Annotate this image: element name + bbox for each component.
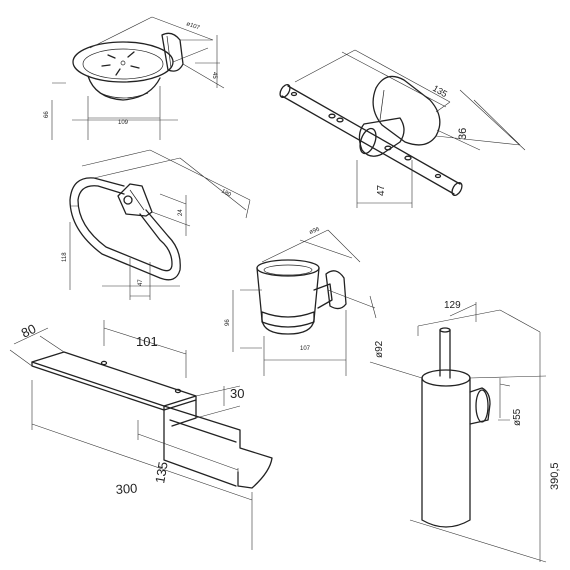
dim-soap-dish-height: 66 bbox=[44, 111, 50, 118]
dim-paper-holder-length: 300 bbox=[115, 481, 138, 497]
dim-paper-holder-hole-spacing: 101 bbox=[136, 334, 158, 349]
tumbler-glass-body bbox=[256, 267, 320, 335]
dim-tumbler-height: 96 bbox=[225, 319, 231, 326]
paper-holder-arm bbox=[163, 405, 273, 489]
soap-dish-bowl-body bbox=[87, 75, 161, 101]
dim-double-hook-length: 135 bbox=[431, 83, 449, 99]
dim-double-hook-height: 47 bbox=[376, 184, 387, 196]
towel-ring-drawing: 180 24 118 47 bbox=[62, 149, 251, 300]
tumbler-holder-arm bbox=[313, 283, 333, 309]
dim-soap-dish-width: 109 bbox=[118, 120, 129, 126]
paper-holder-hole-lower bbox=[174, 388, 182, 394]
tumbler-holder-drawing: ø96 96 107 bbox=[225, 226, 377, 376]
dim-towel-ring-depth: 24 bbox=[178, 209, 184, 216]
dim-toilet-brush-container-diameter: ø92 bbox=[374, 340, 385, 358]
toilet-brush-bracket bbox=[469, 387, 491, 425]
towel-ring-joint bbox=[123, 195, 133, 205]
dim-paper-holder-height: 30 bbox=[230, 386, 244, 401]
paper-holder-hole-upper bbox=[100, 360, 108, 366]
dim-toilet-brush-height: 390,5 bbox=[549, 462, 561, 490]
dim-paper-holder-depth: 80 bbox=[19, 321, 39, 341]
dim-soap-dish-depth: 45 bbox=[211, 72, 217, 79]
dim-paper-holder-arm-length: 135 bbox=[152, 461, 171, 485]
double-hook-wall-plate bbox=[372, 75, 441, 146]
tumbler-holder-rosette bbox=[325, 270, 347, 310]
paper-holder-drawing: 80 101 30 300 135 bbox=[9, 320, 273, 550]
soap-dish-drain-slots bbox=[101, 51, 140, 76]
dim-soap-dish-diameter: ø107 bbox=[185, 21, 201, 32]
dim-towel-ring-projection: 47 bbox=[138, 279, 144, 286]
dim-toilet-brush-depth: 129 bbox=[444, 300, 461, 311]
dim-double-hook-depth: 36 bbox=[457, 128, 469, 140]
towel-ring-bracket bbox=[117, 183, 153, 217]
soap-dish-drawing: ø107 45 66 109 bbox=[44, 16, 225, 140]
paper-holder-plate bbox=[31, 351, 197, 407]
toilet-brush-drawing: 129 ø92 ø55 390,5 bbox=[369, 300, 561, 563]
double-hook-hub bbox=[358, 117, 405, 157]
toilet-brush-container-rim bbox=[421, 369, 471, 387]
dim-tumbler-projection: 107 bbox=[300, 346, 311, 352]
toilet-brush-rosette bbox=[475, 389, 489, 423]
double-hook-bar bbox=[281, 85, 461, 195]
dim-toilet-brush-rosette-diameter: ø55 bbox=[512, 408, 523, 426]
tumbler-holder-ring bbox=[261, 311, 315, 328]
dim-towel-ring-width: 180 bbox=[220, 188, 232, 198]
towel-ring-loop bbox=[69, 177, 181, 281]
toilet-brush-handle bbox=[439, 329, 451, 379]
dim-tumbler-diameter: ø96 bbox=[309, 226, 321, 235]
double-hook-drawing: 135 36 47 bbox=[279, 49, 526, 208]
toilet-brush-container-body bbox=[421, 377, 471, 528]
dim-towel-ring-height: 118 bbox=[62, 252, 68, 262]
